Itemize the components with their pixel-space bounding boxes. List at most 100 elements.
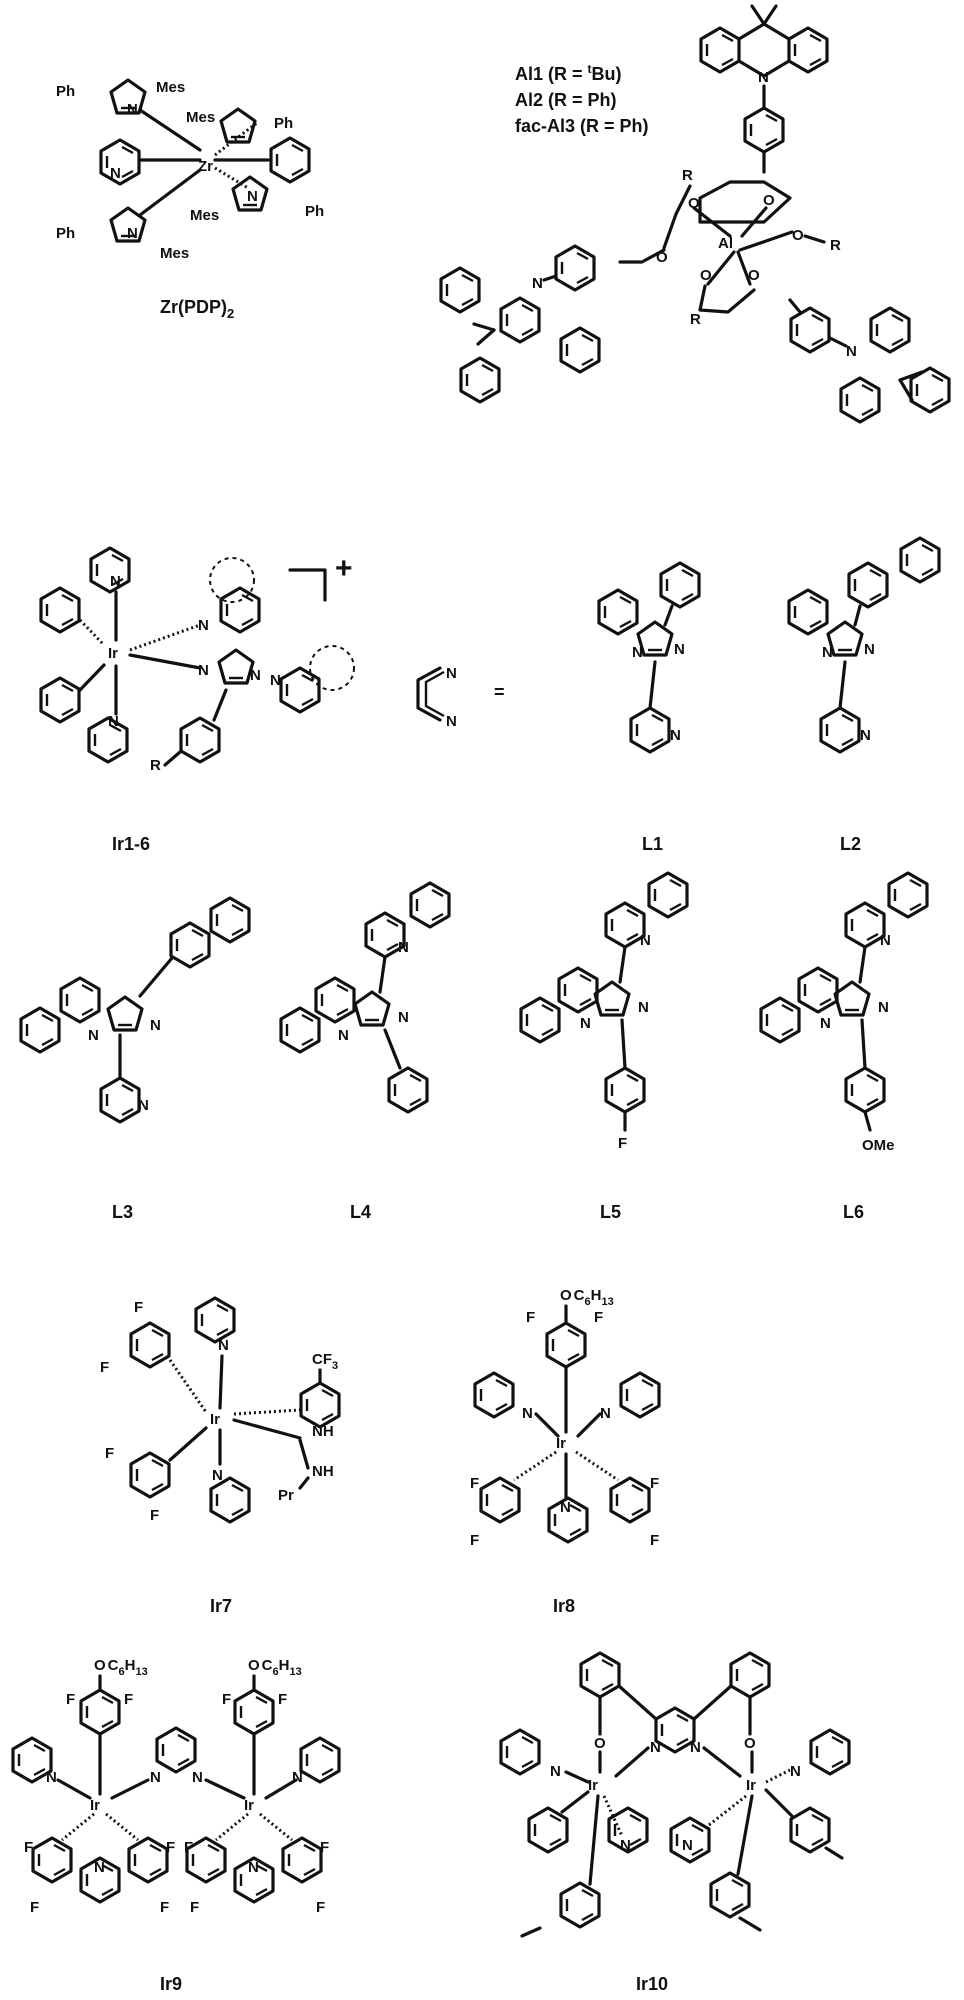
o-label: O	[700, 267, 712, 284]
mes-label: Mes	[190, 207, 219, 224]
ph-label: Ph	[274, 115, 293, 132]
l2-n-label: N	[864, 641, 875, 658]
f-label: F	[105, 1445, 114, 1462]
ir7-label: Ir7	[210, 1596, 232, 1616]
zr-pdp2-structure: N N N Zr Ph Mes Ph Mes Mes Ph N Mes Ph Z…	[56, 78, 324, 321]
ir9-label: Ir9	[160, 1974, 182, 1994]
ir1-6-structure: N N Ir N N N N R + Ir1-6	[39, 546, 355, 854]
l6-n-label: N	[880, 932, 891, 949]
l1-label: L1	[642, 834, 663, 854]
ir9-n-label: N	[192, 1769, 203, 1786]
zr-compound-label: Zr(PDP)2	[160, 297, 234, 321]
zr-metal-label: Zr	[198, 158, 213, 175]
o-label: O	[688, 195, 700, 212]
f-label: F	[160, 1899, 169, 1916]
ligand-n-label: N	[198, 662, 209, 679]
r-label: R	[682, 167, 693, 184]
r-label: R	[150, 757, 161, 774]
diimine-placeholder: N N =	[416, 665, 505, 730]
l2-label: L2	[840, 834, 861, 854]
ir10-n-label: N	[790, 1763, 801, 1780]
l1-n-label: N	[674, 641, 685, 658]
f-label: F	[24, 1839, 33, 1856]
ir10-n-label: N	[690, 1739, 701, 1756]
f-label: F	[166, 1839, 175, 1856]
acridine-n-label: N	[758, 69, 769, 86]
f-label: F	[526, 1309, 535, 1326]
r-label: R	[830, 237, 841, 254]
ligand-l2-structure: N N N L2	[787, 536, 941, 854]
ir10-n-label: N	[682, 1837, 693, 1854]
f-label: F	[650, 1532, 659, 1549]
l6-n-label: N	[878, 999, 889, 1016]
f-label: F	[594, 1309, 603, 1326]
ir-metal-label: Ir	[90, 1797, 100, 1814]
f-label: F	[316, 1899, 325, 1916]
al-metal-label: Al	[718, 235, 733, 252]
l5-n-label: N	[580, 1015, 591, 1032]
cf3-label: CF3	[312, 1351, 338, 1372]
ligand-l1-structure: N N N L1	[597, 561, 701, 854]
l6-n-label: N	[820, 1015, 831, 1032]
f-label: F	[30, 1899, 39, 1916]
ppy-n-label: N	[110, 573, 121, 590]
l1-n-label: N	[632, 644, 643, 661]
ir8-n-label: N	[600, 1405, 611, 1422]
l4-label: L4	[350, 1202, 371, 1222]
ph-label: Ph	[56, 225, 75, 242]
f-label: F	[278, 1691, 287, 1708]
pr-label: Pr	[278, 1487, 294, 1504]
ir9-n-label: N	[248, 1859, 259, 1876]
l2-n-label: N	[860, 727, 871, 744]
f-label: F	[618, 1135, 627, 1152]
ir8-n-label: N	[522, 1405, 533, 1422]
ir10-n-label: N	[550, 1763, 561, 1780]
ir10-structure: O O N N Ir Ir N N N N Ir10	[499, 1651, 851, 1994]
nh-label: NH	[312, 1423, 334, 1440]
f-label: F	[134, 1299, 143, 1316]
ligand-l5-structure: N N N F L5	[519, 871, 689, 1222]
mes-label: Mes	[156, 79, 185, 96]
l5-n-label: N	[640, 932, 651, 949]
f-label: F	[100, 1359, 109, 1376]
ir9-n-label: N	[46, 1769, 57, 1786]
ir-metal-label: Ir	[108, 645, 118, 662]
al1-label: Al1 (R = tBu)	[515, 62, 622, 84]
f-label: F	[650, 1475, 659, 1492]
ligand-l4-structure: N N N L4	[279, 881, 451, 1222]
zr-n-label: N	[247, 188, 258, 205]
f-label: F	[190, 1899, 199, 1916]
acridine-n-label: N	[532, 275, 543, 292]
mes-label: Mes	[186, 109, 215, 126]
ir-metal-label: Ir	[746, 1777, 756, 1794]
ph-label: Ph	[305, 203, 324, 220]
l3-n-label: N	[150, 1017, 161, 1034]
f-label: F	[320, 1839, 329, 1856]
ph-label: Ph	[56, 83, 75, 100]
ir7-n-label: N	[212, 1467, 223, 1484]
ir9-n-label: N	[150, 1769, 161, 1786]
zr-n-label: N	[127, 101, 138, 118]
zr-n-label: N	[127, 225, 138, 242]
ir-metal-label: Ir	[210, 1411, 220, 1428]
ir10-n-label: N	[650, 1739, 661, 1756]
o-label: O	[763, 192, 775, 209]
diimine-n-label: N	[446, 713, 457, 730]
l4-n-label: N	[398, 939, 409, 956]
ir1-6-label: Ir1-6	[112, 834, 150, 854]
f-label: F	[124, 1691, 133, 1708]
l5-label: L5	[600, 1202, 621, 1222]
o-label: O	[792, 227, 804, 244]
diimine-n-label: N	[446, 665, 457, 682]
ir9-n-label: N	[292, 1769, 303, 1786]
ligand-n-label: N	[198, 617, 209, 634]
ligand-l6-structure: N N N OMe L6	[759, 871, 929, 1222]
ligand-l3-structure: N N N L3	[19, 896, 251, 1222]
f-label: F	[184, 1839, 193, 1856]
ir7-structure: F F F F N N Ir CF3 NH NH Pr Ir7	[100, 1296, 341, 1616]
